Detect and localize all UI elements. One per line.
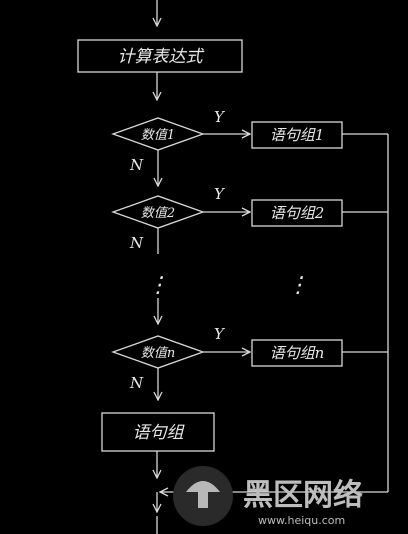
no-label-1: N: [129, 156, 144, 174]
default-statement-group-label: 语句组: [133, 423, 186, 443]
statement-group-box-1: [251, 121, 343, 149]
yes-label-n: Y: [214, 325, 226, 343]
statement-group-n-label: 语句组n: [270, 344, 325, 362]
compute-expression-label: 计算表达式: [118, 47, 205, 67]
no-label-2: N: [129, 234, 144, 252]
yes-label-1: Y: [214, 108, 226, 126]
condition-n-label: 数值n: [141, 346, 175, 361]
watermark-brand: 黑区网络: [243, 478, 363, 513]
statement-group-box-n: [251, 339, 343, 367]
default-statement-group-box: [101, 412, 215, 452]
yes-label-2: Y: [214, 185, 226, 203]
watermark-mushroom-icon: [186, 481, 220, 508]
condition-1-label: 数值1: [141, 128, 175, 143]
ellipsis-left: ⋮: [147, 273, 169, 298]
statement-group-1-label: 语句组1: [270, 126, 325, 144]
statement-group-2-label: 语句组2: [270, 204, 325, 222]
condition-2-label: 数值2: [141, 206, 175, 221]
watermark: 黑区网络 www.heiqu.com: [173, 466, 363, 527]
compute-expression-box: [77, 39, 243, 73]
watermark-url: www.heiqu.com: [258, 514, 345, 527]
ellipsis-right: ⋮: [287, 273, 309, 298]
no-label-n: N: [129, 374, 144, 392]
statement-group-box-2: [251, 199, 343, 227]
